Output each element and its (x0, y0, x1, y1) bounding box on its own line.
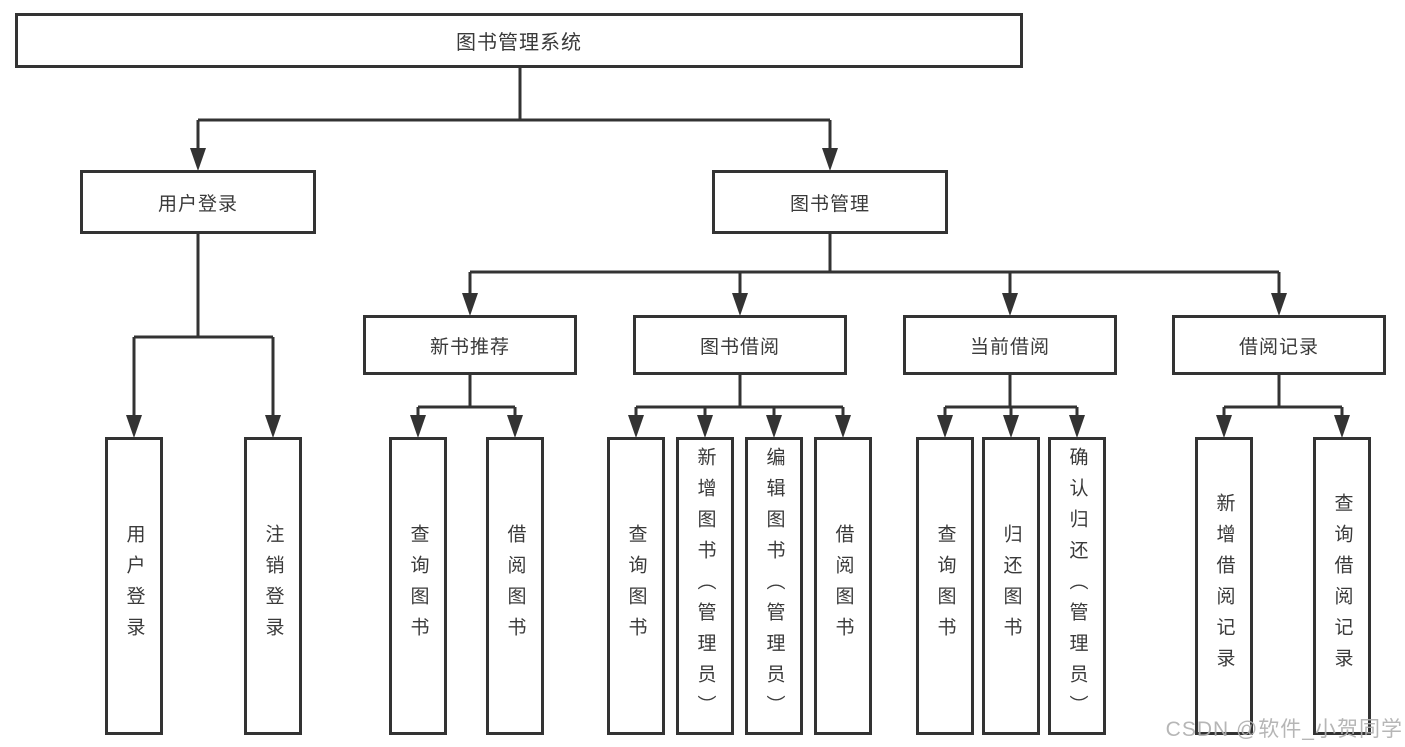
leaf-user-login: 用户登录 (105, 437, 163, 735)
leaf-add-borrow-record: 新增借阅记录 (1195, 437, 1253, 735)
leaf-edit-books-admin: 编辑图书（管理员） (745, 437, 803, 735)
leaf-query-borrow-record: 查询借阅记录 (1313, 437, 1371, 735)
node-current-borrow: 当前借阅 (903, 315, 1117, 375)
leaf-query-books-borrow: 查询图书 (607, 437, 665, 735)
leaf-borrow-books-recommend: 借阅图书 (486, 437, 544, 735)
node-user-login: 用户登录 (80, 170, 316, 234)
leaf-return-books: 归还图书 (982, 437, 1040, 735)
node-book-borrow: 图书借阅 (633, 315, 847, 375)
node-book-management: 图书管理 (712, 170, 948, 234)
node-library-management-system: 图书管理系统 (15, 13, 1023, 68)
leaf-borrow-books: 借阅图书 (814, 437, 872, 735)
leaf-query-books-current: 查询图书 (916, 437, 974, 735)
node-new-book-recommend: 新书推荐 (363, 315, 577, 375)
node-borrow-records: 借阅记录 (1172, 315, 1386, 375)
leaf-logout: 注销登录 (244, 437, 302, 735)
leaf-confirm-return-admin: 确认归还（管理员） (1048, 437, 1106, 735)
leaf-query-books-recommend: 查询图书 (389, 437, 447, 735)
csdn-watermark: CSDN @软件_小贺同学 (1165, 718, 1403, 741)
leaf-add-books-admin: 新增图书（管理员） (676, 437, 734, 735)
